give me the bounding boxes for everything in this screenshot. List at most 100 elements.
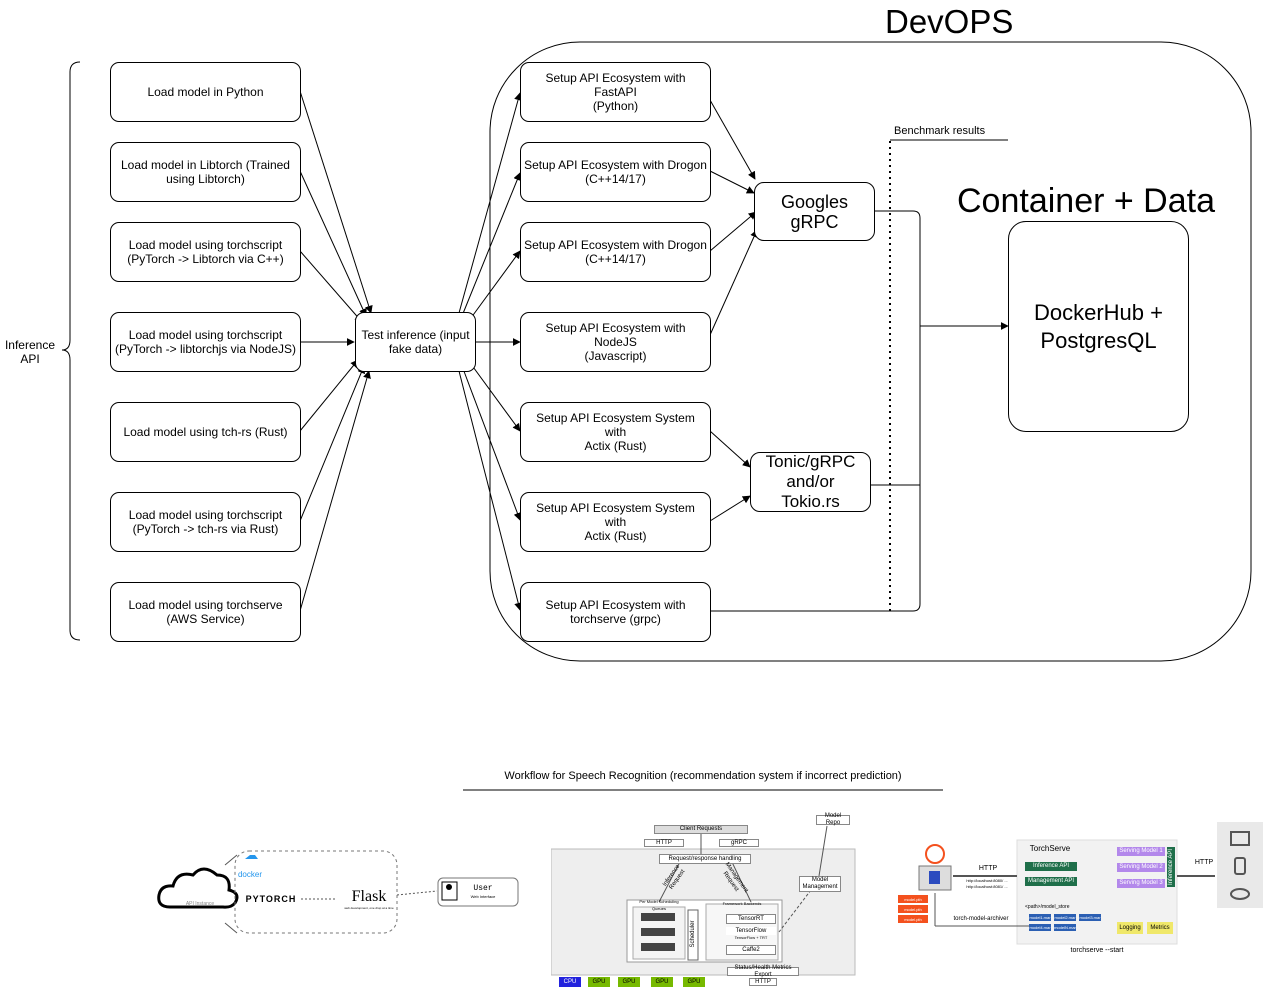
arrow-eco2-grpc <box>709 170 755 194</box>
http-label-right: HTTP <box>1194 858 1214 866</box>
http-label-left: HTTP <box>978 864 998 872</box>
ecosystem-actix-1[interactable]: Setup API Ecosystem System with Actix (R… <box>520 402 711 462</box>
arrow-eco5-tonic <box>709 430 751 468</box>
workflow-title: Workflow for Speech Recognition (recomme… <box>504 770 902 782</box>
ecosystem-actix-2[interactable]: Setup API Ecosystem System with Actix (R… <box>520 492 711 552</box>
mar-5: modelN.mar <box>1054 924 1076 931</box>
serving-model-2: Serving Model 2 <box>1117 863 1165 872</box>
docker-label: docker <box>237 869 262 879</box>
inference-api-label: Inference API <box>4 338 56 366</box>
pytorch-label: PYTORCH <box>245 893 297 904</box>
status-metrics: Status/Health Metrics Export <box>727 965 799 978</box>
user-sub: Web Interface <box>470 893 496 899</box>
arrow-test-eco1 <box>458 92 522 314</box>
flask-label: Flask <box>351 887 387 905</box>
ecosystem-nodejs[interactable]: Setup API Ecosystem with NodeJS (Javascr… <box>520 312 711 372</box>
mar-4: model4.mar <box>1029 924 1051 931</box>
mar-2: model2.mar <box>1054 914 1076 921</box>
url-inference: http://localhost:8080/ ... <box>966 877 1008 883</box>
container-title: Container + Data <box>957 182 1215 220</box>
url-management: http://localhost:8081/ ... <box>966 883 1008 889</box>
load-model-torchscript-cpp[interactable]: Load model using torchscript (PyTorch ->… <box>110 222 301 282</box>
model-store-label: <path>/model_store <box>1025 904 1070 910</box>
load-model-torchscript-nodejs[interactable]: Load model using torchscript (PyTorch ->… <box>110 312 301 372</box>
flask-sub: web development, one drop at a time <box>344 905 394 910</box>
ts-management-api: Management API <box>1025 877 1077 886</box>
arrow-eco6-tonic <box>709 495 751 522</box>
arrow-load5-test <box>299 359 359 432</box>
load-model-tch-rs[interactable]: Load model using tch-rs (Rust) <box>110 402 301 462</box>
ts-inference-api: Inference API <box>1025 862 1077 871</box>
serving-model-1: Serving Model 1 <box>1117 847 1165 856</box>
thumbnail-inference-server: Client Requests HTTP gRPC Model Repo Req… <box>551 812 857 990</box>
arrow-test-eco3 <box>467 250 521 323</box>
logging-label: Logging <box>1117 922 1143 934</box>
gpu-chip-2: GPU <box>618 977 640 987</box>
arrow-load2-test <box>299 170 367 317</box>
arrow-test-eco6 <box>461 365 522 521</box>
googles-grpc-box[interactable]: Googles gRPC <box>754 182 875 241</box>
torchserve-graphic <box>918 822 1263 945</box>
arrow-test-eco7 <box>458 370 523 611</box>
gpu-chip-3: GPU <box>651 977 673 987</box>
model-archiver-label: torch-model-archiver <box>953 916 1009 922</box>
metrics-label: Metrics <box>1147 922 1173 934</box>
caffe2-label: Caffe2 <box>726 945 776 955</box>
tensorflow-sub: TensorFlow + TRT <box>734 935 768 940</box>
thumbnail-architecture: API Instance docker PYTORCH Flask web de… <box>155 845 525 940</box>
mar-3: model3.mar <box>1079 914 1101 921</box>
arrow-load3-test <box>299 250 363 323</box>
torchserve-title: TorchServe <box>1029 843 1071 853</box>
thumbnail-torchserve: TorchServe Inference API Management API … <box>895 818 1265 958</box>
test-inference-box[interactable]: Test inference (input fake data) <box>355 312 476 372</box>
cpu-chip: CPU <box>559 977 581 987</box>
benchmark-label: Benchmark results <box>894 125 986 137</box>
tonic-grpc-box[interactable]: Tonic/gRPC and/or Tokio.rs <box>750 452 871 512</box>
torchserve-start-label: torchserve --start <box>1070 947 1124 954</box>
load-model-torchserve[interactable]: Load model using torchserve (AWS Service… <box>110 582 301 642</box>
serving-model-3: Serving Model 3 <box>1117 879 1165 888</box>
http-label: HTTP <box>644 839 684 847</box>
http-metrics-label: HTTP <box>749 978 777 986</box>
grpc-label: gRPC <box>719 839 759 847</box>
arrow-eco4-grpc <box>709 229 758 336</box>
arrow-eco1-grpc <box>709 99 756 180</box>
arrow-test-eco2 <box>461 172 522 317</box>
client-requests: Client Requests <box>654 825 748 834</box>
scheduler-label: Scheduler <box>689 920 696 948</box>
arrow-test-eco5 <box>467 359 521 432</box>
server-diagram-graphic <box>551 825 856 976</box>
model-file-1: model.pth <box>898 895 928 903</box>
tensorflow-label: TensorFlow <box>726 927 776 935</box>
line-grpc-bus <box>710 210 921 612</box>
gpu-chip-1: GPU <box>588 977 610 987</box>
mar-1: model1.mar <box>1029 914 1051 921</box>
arrow-load1-test <box>299 90 373 314</box>
inference-brace <box>61 61 81 641</box>
user-label: User <box>473 883 493 893</box>
frontend-bar: Inference API <box>1167 847 1175 887</box>
arrow-load6-test <box>299 365 365 522</box>
arrow-eco3-grpc <box>709 211 757 252</box>
cloud-icon <box>157 850 519 934</box>
model-management: Model Management <box>799 876 841 892</box>
gpu-chip-4: GPU <box>683 977 705 987</box>
ecosystem-fastapi[interactable]: Setup API Ecosystem with FastAPI (Python… <box>520 62 711 122</box>
load-model-libtorch[interactable]: Load model in Libtorch (Trained using Li… <box>110 142 301 202</box>
framework-backends: Framework Backends <box>722 900 762 906</box>
model-file-2: model.pth <box>898 905 928 913</box>
scheduling-queues: Per Model Scheduling Queues <box>639 899 679 911</box>
ecosystem-torchserve-grpc[interactable]: Setup API Ecosystem with torchserve (grp… <box>520 582 711 642</box>
model-file-3: model.pth <box>898 915 928 923</box>
model-repo: Model Repo <box>816 813 850 826</box>
tensorrt-label: TensorRT <box>726 914 776 924</box>
load-model-torchscript-rust[interactable]: Load model using torchscript (PyTorch ->… <box>110 492 301 552</box>
ecosystem-drogon-1[interactable]: Setup API Ecosystem with Drogon (C++14/1… <box>520 142 711 202</box>
devops-title: DevOPS <box>885 3 1014 40</box>
arrow-load7-test <box>299 370 371 612</box>
load-model-python[interactable]: Load model in Python <box>110 62 301 122</box>
cloud-caption: API Instance <box>185 900 215 907</box>
dockerhub-postgres-box[interactable]: DockerHub + PostgresQL <box>1008 221 1189 432</box>
ecosystem-drogon-2[interactable]: Setup API Ecosystem with Drogon (C++14/1… <box>520 222 711 282</box>
request-handling: Request/response handling <box>659 854 751 864</box>
